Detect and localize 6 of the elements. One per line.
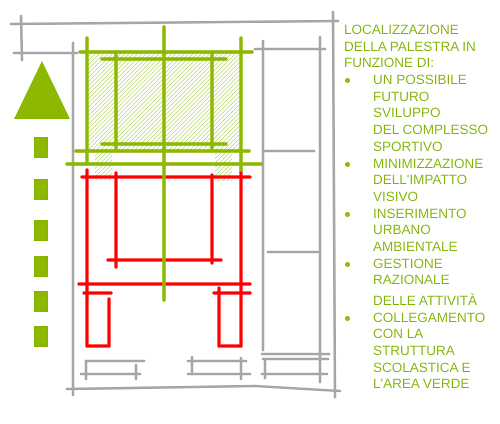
list-item: MINIMIZZAZIONE DELL'IMPATTO VISIVO: [373, 156, 484, 206]
list-item: GESTIONE RAZIONALE DELLE ATTIVITÀ: [373, 256, 478, 310]
list-item: COLLEGAMENTO CON LA STRUTTURA SCOLASTICA E L'AREA VERDE: [373, 310, 486, 394]
heading: LOCALIZZAZIONE DELLA PALESTRA IN FUNZIONE DI:: [344, 22, 476, 72]
list-item: UN POSSIBILE FUTURO SVILUPPO DEL COMPLESSO SPORTIVO: [373, 72, 488, 156]
list-item: INSERIMENTO URBANO AMBIENTALE: [373, 206, 467, 256]
